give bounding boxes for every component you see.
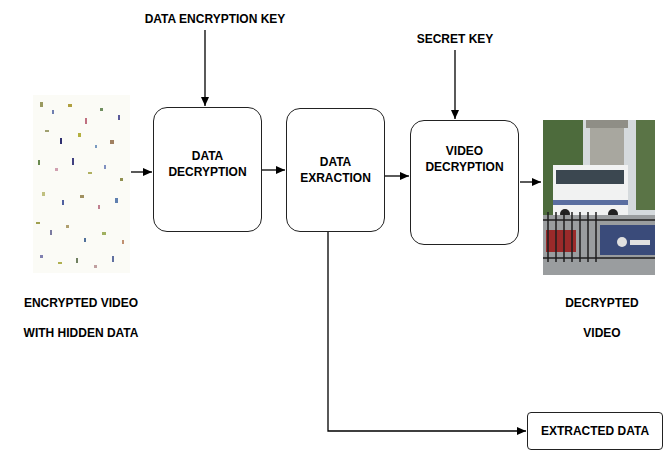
output-box: EXTRACTED DATA xyxy=(527,412,663,450)
input-arrow xyxy=(131,171,152,172)
process-box: VIDEO DECRYPTION xyxy=(410,120,519,245)
process-box: DATA DECRYPTION xyxy=(153,107,262,232)
encrypted-video-image xyxy=(33,95,130,273)
box-text: VIDEO DECRYPTION xyxy=(419,143,510,175)
key-arrow xyxy=(454,50,455,119)
box-text: EXTRACTED DATA xyxy=(541,423,649,439)
decrypted-video-image xyxy=(543,120,655,275)
key-label: SECRET KEY xyxy=(395,31,515,47)
key-arrow xyxy=(204,30,205,106)
box-text: DATA DECRYPTION xyxy=(162,148,253,180)
image-caption: DECRYPTED VIDEO xyxy=(552,288,652,348)
flow-arrow xyxy=(385,175,409,176)
process-box: DATA EXRACTION xyxy=(286,108,385,232)
key-label: DATA ENCRYPTION KEY xyxy=(125,11,305,27)
output-arrow xyxy=(520,181,541,182)
image-caption: ENCRYPTED VIDEO WITH HIDDEN DATA xyxy=(10,288,152,348)
flow-arrow xyxy=(328,232,526,431)
flow-arrow xyxy=(262,169,285,170)
box-text: DATA EXRACTION xyxy=(295,154,376,186)
